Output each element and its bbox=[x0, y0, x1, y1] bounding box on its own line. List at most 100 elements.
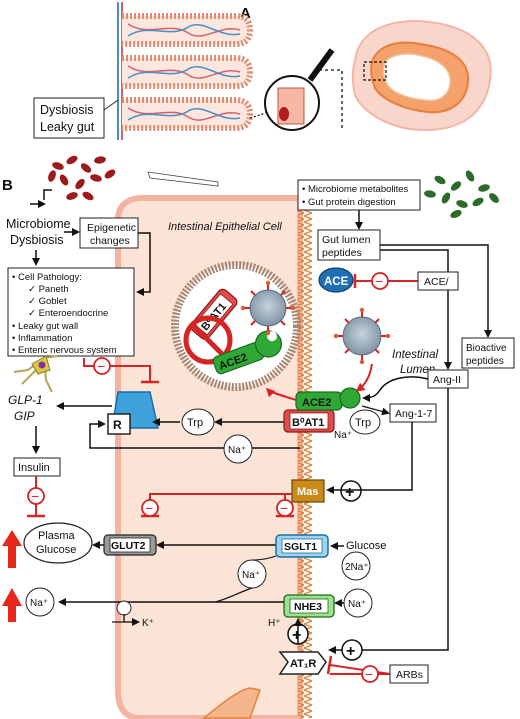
gut-lumen-line2: peptides bbox=[322, 247, 362, 259]
receptor-box bbox=[107, 413, 131, 435]
inhibit-minus-glut2: − bbox=[145, 500, 153, 516]
trp-lumen bbox=[349, 409, 381, 435]
ace-inhibitor-label: ACE/ bbox=[424, 276, 449, 288]
glucose-plasma-label: Glucose bbox=[36, 544, 76, 556]
sodium-label-lumen-nhe3: Na⁺ bbox=[348, 599, 366, 610]
arbs-box: ARBs bbox=[389, 664, 429, 684]
zoom-connector bbox=[319, 69, 343, 130]
inset-ace2: ACE2 bbox=[212, 330, 283, 375]
at1r-label: AT₁R bbox=[290, 658, 316, 670]
dysbiosis-entry-arrow bbox=[43, 189, 52, 200]
microbiome-red-bacteria-icon bbox=[48, 155, 116, 201]
microbiome-label: Microbiome bbox=[6, 217, 71, 231]
intestine-cross-section bbox=[351, 20, 492, 132]
panel-a: A Dysbiosis Leaky gut bbox=[33, 2, 492, 140]
sodium-label-b0at1: Na⁺ bbox=[228, 445, 246, 456]
sodium-label-sglt1: Na⁺ bbox=[242, 570, 260, 581]
inhibit-symbol-glut2 bbox=[141, 499, 159, 517]
panel-b-label: B bbox=[2, 177, 13, 194]
ace-enzyme bbox=[318, 267, 354, 293]
glucose-lumen-label: Glucose bbox=[346, 540, 386, 552]
bioactive-line1: Bioactive bbox=[466, 343, 507, 354]
plasma-glucose-ellipse bbox=[23, 522, 93, 564]
glut2-label: GLUT2 bbox=[111, 540, 146, 552]
prohibition-icon bbox=[183, 315, 233, 365]
neighbor-cell-edge-top bbox=[147, 171, 219, 187]
metabolites-line2: • Gut protein digestion bbox=[302, 197, 396, 208]
bioactive-line2: peptides bbox=[466, 356, 504, 367]
cell-pathology-box: • Cell Pathology: ✓ Paneth ✓ Goblet ✓ En… bbox=[7, 267, 135, 357]
epigenetic-line1: Epigenetic bbox=[87, 222, 136, 234]
potassium-pump-icon bbox=[116, 600, 132, 616]
dysbiosis-callout: Dysbiosis Leaky gut bbox=[33, 97, 119, 139]
activate-plus-at1r: + bbox=[346, 643, 355, 660]
increase-arrow-sodium-icon bbox=[2, 588, 22, 622]
ace2-label: ACE2 bbox=[302, 397, 331, 409]
pathology-header: • Cell Pathology: bbox=[12, 272, 82, 283]
activate-plus-mas: + bbox=[345, 484, 354, 501]
b0at1-label: B⁰AT1 bbox=[292, 417, 324, 429]
magnifier-icon bbox=[249, 48, 335, 131]
inhibit-symbol-insulin bbox=[27, 487, 45, 505]
metabolites-box: • Microbiome metabolites • Gut protein d… bbox=[297, 179, 421, 211]
sglt1-label: SGLT1 bbox=[284, 541, 317, 553]
inhibit-minus-insulin: − bbox=[31, 488, 39, 504]
ang-1-7-box: Ang-1-7 bbox=[389, 403, 437, 423]
inhibit-symbol-ace bbox=[371, 272, 389, 290]
inhibit-symbol-sglt1 bbox=[276, 499, 294, 517]
mas-label: Mas bbox=[297, 486, 318, 498]
ace-inhibitor-box: ACE/ bbox=[417, 271, 459, 291]
nhe3-transporter: NHE3 bbox=[283, 594, 335, 618]
sars-cov2-virus-icon bbox=[333, 307, 391, 365]
pathology-goblet: ✓ Goblet bbox=[28, 296, 67, 307]
inhibit-minus-sglt1: − bbox=[280, 500, 288, 516]
glut2-transporter: GLUT2 bbox=[103, 534, 157, 556]
ace2-receptor: ACE2 bbox=[295, 387, 361, 411]
ang-ii-label: Ang-II bbox=[433, 374, 461, 386]
inhibit-minus-arbs: − bbox=[365, 666, 373, 682]
epigenetic-line2: changes bbox=[90, 235, 130, 247]
two-sodium-label: 2Na⁺ bbox=[345, 562, 369, 573]
insulin-label: Insulin bbox=[18, 462, 50, 474]
b0at1-transporter: B⁰AT1 bbox=[283, 409, 335, 433]
inhibit-minus-pathology: − bbox=[97, 358, 105, 374]
ang-1-7-label: Ang-1-7 bbox=[395, 408, 433, 420]
neuron-icon bbox=[13, 355, 59, 393]
pathology-paneth: ✓ Paneth bbox=[28, 284, 69, 295]
insulin-box: Insulin bbox=[13, 457, 61, 477]
inset-virus-icon bbox=[240, 280, 296, 336]
neighbor-cell-edge-bottom bbox=[201, 687, 261, 719]
pathology-enteroendocrine: ✓ Enteroendocrine bbox=[28, 308, 108, 319]
dysbiosis-label: Dysbiosis bbox=[10, 233, 64, 247]
activate-symbol-mas bbox=[340, 480, 362, 502]
pathology-ens: • Enteric nervous system bbox=[12, 345, 117, 356]
arbs-label: ARBs bbox=[396, 669, 423, 681]
trp-label-intracellular: Trp bbox=[187, 417, 203, 429]
potassium-label: K⁺ bbox=[142, 618, 154, 629]
nhe3-label: NHE3 bbox=[294, 601, 322, 613]
glp1-label: GLP-1 bbox=[8, 393, 43, 407]
sodium-label-lumen-b0at1: Na⁺ bbox=[334, 430, 352, 441]
ace2-inhibition-inset: B⁰AT1 ACE2 bbox=[171, 261, 301, 391]
ace-label: ACE bbox=[324, 276, 349, 288]
panel-b: B bbox=[2, 155, 515, 719]
intestinal-lumen-line1: Intestinal bbox=[392, 349, 438, 361]
pathology-leaky-gut: • Leaky gut wall bbox=[12, 321, 78, 332]
trp-label-lumen: Trp bbox=[355, 417, 371, 429]
cell-title: Intestinal Epithelial Cell bbox=[168, 221, 282, 233]
gut-lumen-line1: Gut lumen bbox=[322, 234, 371, 246]
brush-border-membrane bbox=[298, 198, 312, 718]
epigenetic-changes-box: Epigenetic changes bbox=[79, 217, 139, 249]
callout-line2: Leaky gut bbox=[40, 120, 95, 134]
intestinal-lumen-line2: Lumen bbox=[400, 364, 435, 376]
panel-a-label: A bbox=[240, 5, 251, 22]
sodium-circle-b0at1 bbox=[223, 434, 253, 464]
callout-line1: Dysbiosis bbox=[40, 103, 94, 117]
villi-illustration bbox=[117, 2, 254, 140]
mas-receptor: Mas bbox=[291, 479, 325, 503]
ang-ii-box: Ang-II bbox=[427, 369, 469, 389]
inhibit-symbol-pathology bbox=[93, 357, 111, 375]
bioactive-peptides-box: Bioactive peptides bbox=[461, 337, 515, 369]
metabolites-line1: • Microbiome metabolites bbox=[302, 184, 409, 195]
